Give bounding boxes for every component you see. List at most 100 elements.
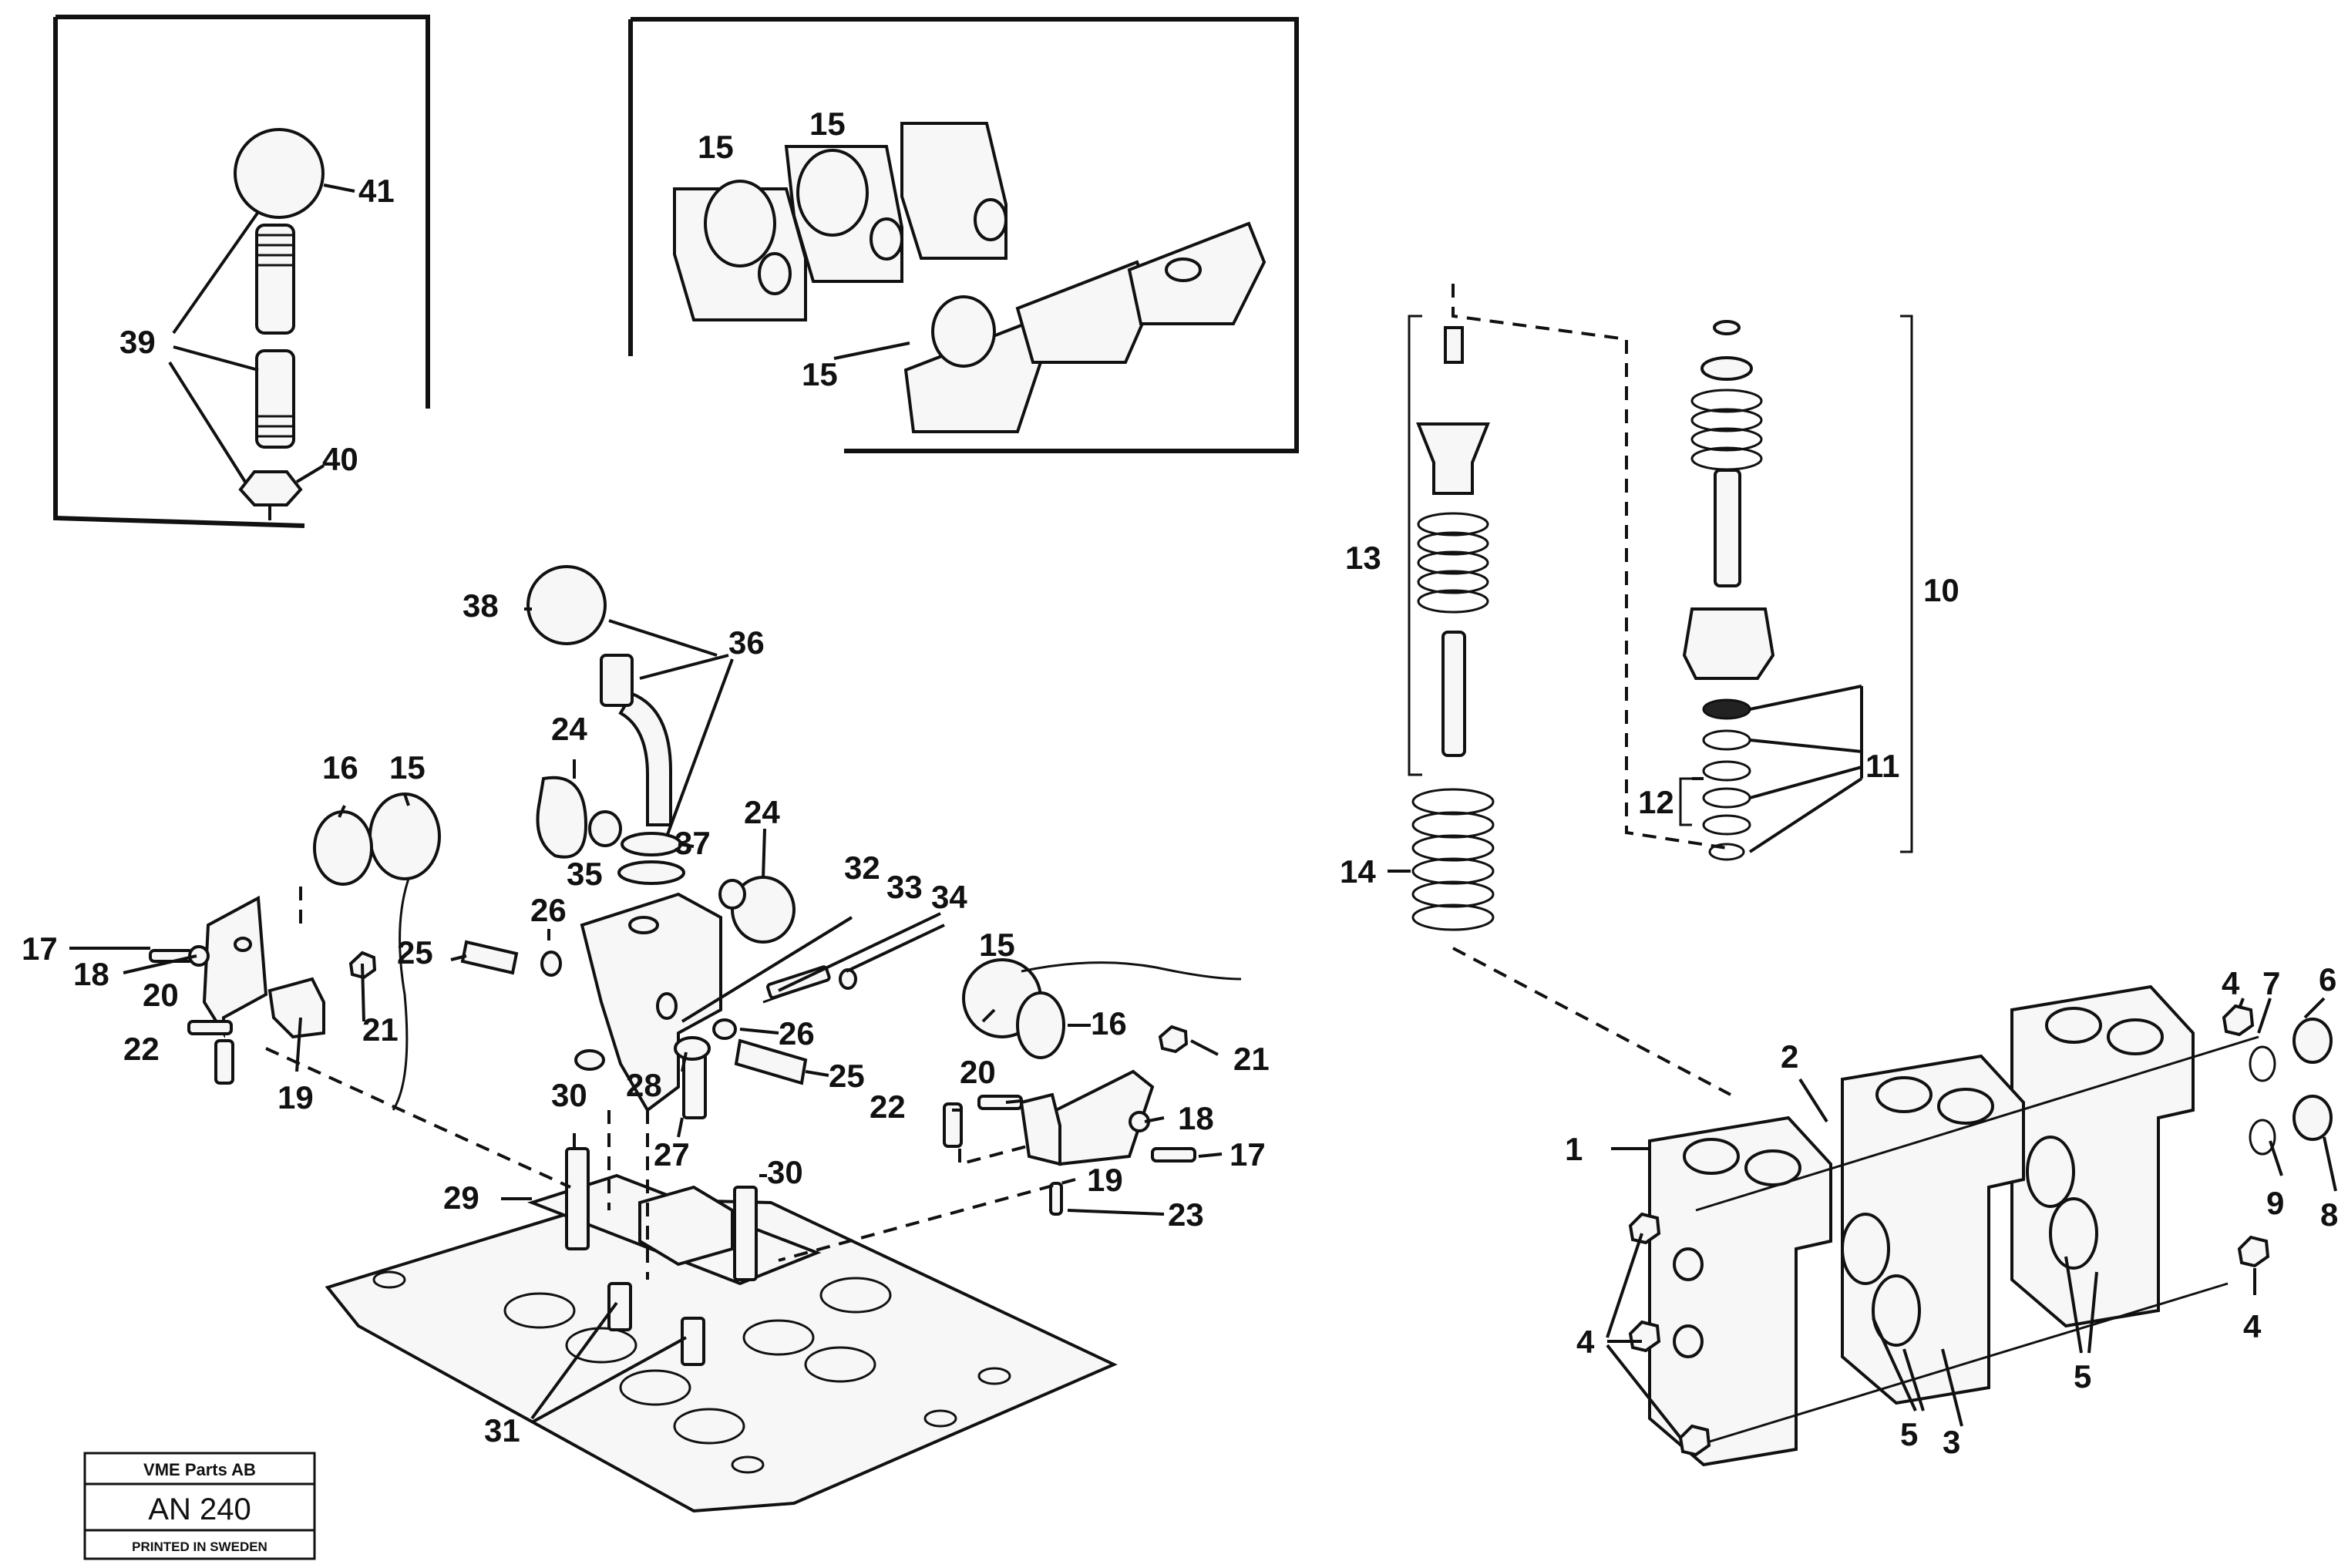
pin-25b bbox=[734, 1038, 808, 1085]
plug-6 bbox=[2292, 1018, 2333, 1064]
lever-sleeve bbox=[600, 654, 634, 707]
callout-25b: 25 bbox=[829, 1058, 865, 1094]
nut-4c bbox=[1628, 1212, 1661, 1245]
callout-39: 39 bbox=[119, 324, 156, 360]
disc-16b bbox=[1016, 991, 1065, 1059]
lock-nut-40 bbox=[238, 470, 303, 506]
lever-bracket bbox=[638, 1185, 734, 1267]
callout-30b: 30 bbox=[767, 1154, 803, 1190]
callout-16a: 16 bbox=[322, 749, 358, 786]
bracket-lower-2 bbox=[1015, 260, 1155, 364]
callout-2: 2 bbox=[1781, 1038, 1798, 1075]
callout-25a: 25 bbox=[397, 934, 433, 971]
bolt-31b bbox=[681, 1317, 705, 1366]
document-stamp: VME Parts AB AN 240 PRINTED IN SWEDEN bbox=[83, 1452, 316, 1560]
callout-4a: 4 bbox=[2222, 965, 2240, 1001]
washer-26a bbox=[540, 951, 562, 977]
main-lever-assembly bbox=[69, 565, 1242, 1513]
valve-section-1 bbox=[1648, 1115, 1832, 1467]
callout-16b: 16 bbox=[1091, 1005, 1127, 1041]
callout-17b: 17 bbox=[1230, 1136, 1266, 1173]
nut-4e bbox=[1678, 1424, 1711, 1457]
pin-25a bbox=[460, 940, 519, 975]
callout-9: 9 bbox=[2266, 1185, 2284, 1221]
callout-5a: 5 bbox=[1900, 1416, 1918, 1452]
callout-17a: 17 bbox=[22, 930, 58, 967]
spring-14 bbox=[1411, 788, 1495, 931]
callout-34: 34 bbox=[931, 879, 967, 915]
bracket-base-19a bbox=[267, 977, 325, 1039]
callout-28: 28 bbox=[626, 1067, 662, 1103]
callout-31: 31 bbox=[484, 1412, 520, 1449]
callout-40: 40 bbox=[322, 441, 358, 477]
callout-18b: 18 bbox=[1178, 1100, 1214, 1136]
callout-6: 6 bbox=[2319, 961, 2336, 998]
bracket-lower-1 bbox=[903, 321, 1043, 433]
callout-38: 38 bbox=[463, 587, 499, 624]
plug-8 bbox=[2292, 1095, 2333, 1141]
callout-19a: 19 bbox=[278, 1079, 314, 1115]
callout-23: 23 bbox=[1168, 1196, 1204, 1233]
base-plate-holes bbox=[372, 1270, 1011, 1474]
bolt-31a bbox=[607, 1282, 632, 1331]
screw-22b bbox=[943, 1102, 963, 1148]
stamp-code: AN 240 bbox=[148, 1492, 251, 1526]
callout-4b: 4 bbox=[1576, 1324, 1595, 1360]
callout-30a: 30 bbox=[551, 1077, 587, 1113]
threaded-rod-upper bbox=[255, 224, 295, 335]
washer-37 bbox=[621, 832, 682, 856]
callout-10: 10 bbox=[1923, 572, 1959, 608]
callout-3: 3 bbox=[1943, 1424, 1960, 1460]
inset-knob-assembly bbox=[53, 15, 430, 528]
callout-32: 32 bbox=[844, 850, 880, 886]
callout-19b: 19 bbox=[1087, 1162, 1123, 1198]
plunger bbox=[1714, 469, 1741, 587]
screw-20a bbox=[187, 1020, 233, 1035]
inset-bracket-variants bbox=[628, 17, 1299, 453]
callout-15d: 15 bbox=[389, 749, 426, 786]
plunger-housing bbox=[1682, 607, 1775, 680]
screw-22a bbox=[214, 1039, 234, 1085]
lever-shaft-36 bbox=[618, 691, 672, 826]
knob-24a bbox=[536, 776, 588, 859]
callout-15a: 15 bbox=[698, 129, 734, 165]
nut-4a bbox=[2222, 1004, 2255, 1037]
spring-13 bbox=[1417, 512, 1489, 614]
callout-29: 29 bbox=[443, 1179, 479, 1216]
pin-23 bbox=[1049, 1182, 1063, 1216]
callout-18a: 18 bbox=[73, 956, 109, 992]
threaded-rod-lower bbox=[255, 349, 295, 449]
callout-11: 11 bbox=[1865, 748, 1899, 784]
callout-15b: 15 bbox=[809, 106, 846, 142]
valve-block-assembly bbox=[1606, 984, 2337, 1467]
spool-pin bbox=[1444, 326, 1464, 364]
callout-21b: 21 bbox=[1233, 1041, 1270, 1077]
callout-41: 41 bbox=[358, 173, 395, 209]
callout-22a: 22 bbox=[123, 1031, 160, 1067]
callout-8: 8 bbox=[2320, 1196, 2338, 1233]
screw-17b bbox=[1151, 1147, 1196, 1163]
callout-35: 35 bbox=[567, 856, 603, 892]
callout-4c: 4 bbox=[2243, 1308, 2262, 1344]
valve-spool-explosion bbox=[1388, 284, 1913, 1096]
lever-housing bbox=[580, 892, 722, 1112]
disc-16a bbox=[313, 810, 373, 886]
callout-5b: 5 bbox=[2074, 1358, 2091, 1395]
callout-24b: 24 bbox=[744, 794, 780, 830]
callout-1: 1 bbox=[1565, 1131, 1583, 1167]
nut-4b bbox=[2237, 1235, 2270, 1268]
callout-24a: 24 bbox=[551, 711, 587, 747]
lever-knob-38 bbox=[526, 565, 607, 645]
callout-12: 12 bbox=[1638, 784, 1674, 820]
nut-28 bbox=[674, 1036, 711, 1061]
clip-34 bbox=[839, 968, 857, 990]
callout-33: 33 bbox=[886, 869, 923, 905]
callout-21a: 21 bbox=[362, 1011, 399, 1048]
bolt-30a bbox=[565, 1147, 590, 1250]
washer-17a bbox=[188, 945, 210, 967]
callout-15c: 15 bbox=[802, 356, 838, 392]
callout-20a: 20 bbox=[143, 977, 179, 1013]
callout-15e: 15 bbox=[979, 927, 1015, 963]
spring-seat-13 bbox=[1416, 422, 1490, 495]
